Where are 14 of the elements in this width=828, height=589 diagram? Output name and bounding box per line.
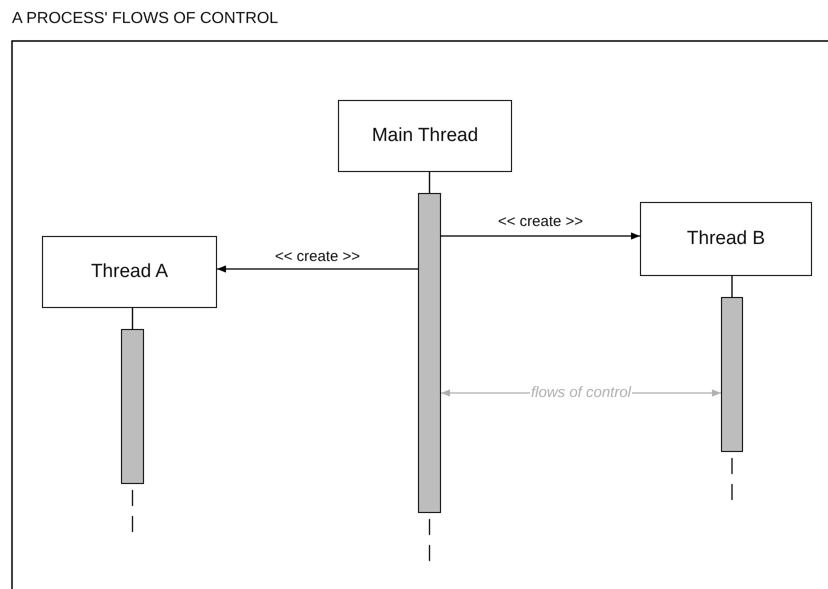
thread-box: Thread B bbox=[640, 202, 812, 276]
lifeline bbox=[132, 308, 134, 329]
thread-box: Thread A bbox=[42, 236, 217, 308]
arrow bbox=[217, 265, 418, 273]
edge-label: << create >> bbox=[274, 248, 362, 266]
lifeline bbox=[731, 276, 733, 297]
arrow bbox=[441, 232, 640, 240]
diagram-title: A PROCESS' FLOWS OF CONTROL bbox=[12, 10, 278, 28]
thread-box: Main Thread bbox=[338, 100, 512, 172]
activation-bar bbox=[418, 193, 441, 513]
edge-label: << create >> bbox=[496, 214, 584, 230]
activation-bar bbox=[721, 297, 743, 452]
lifeline bbox=[428, 172, 430, 193]
activation-bar bbox=[121, 329, 144, 484]
